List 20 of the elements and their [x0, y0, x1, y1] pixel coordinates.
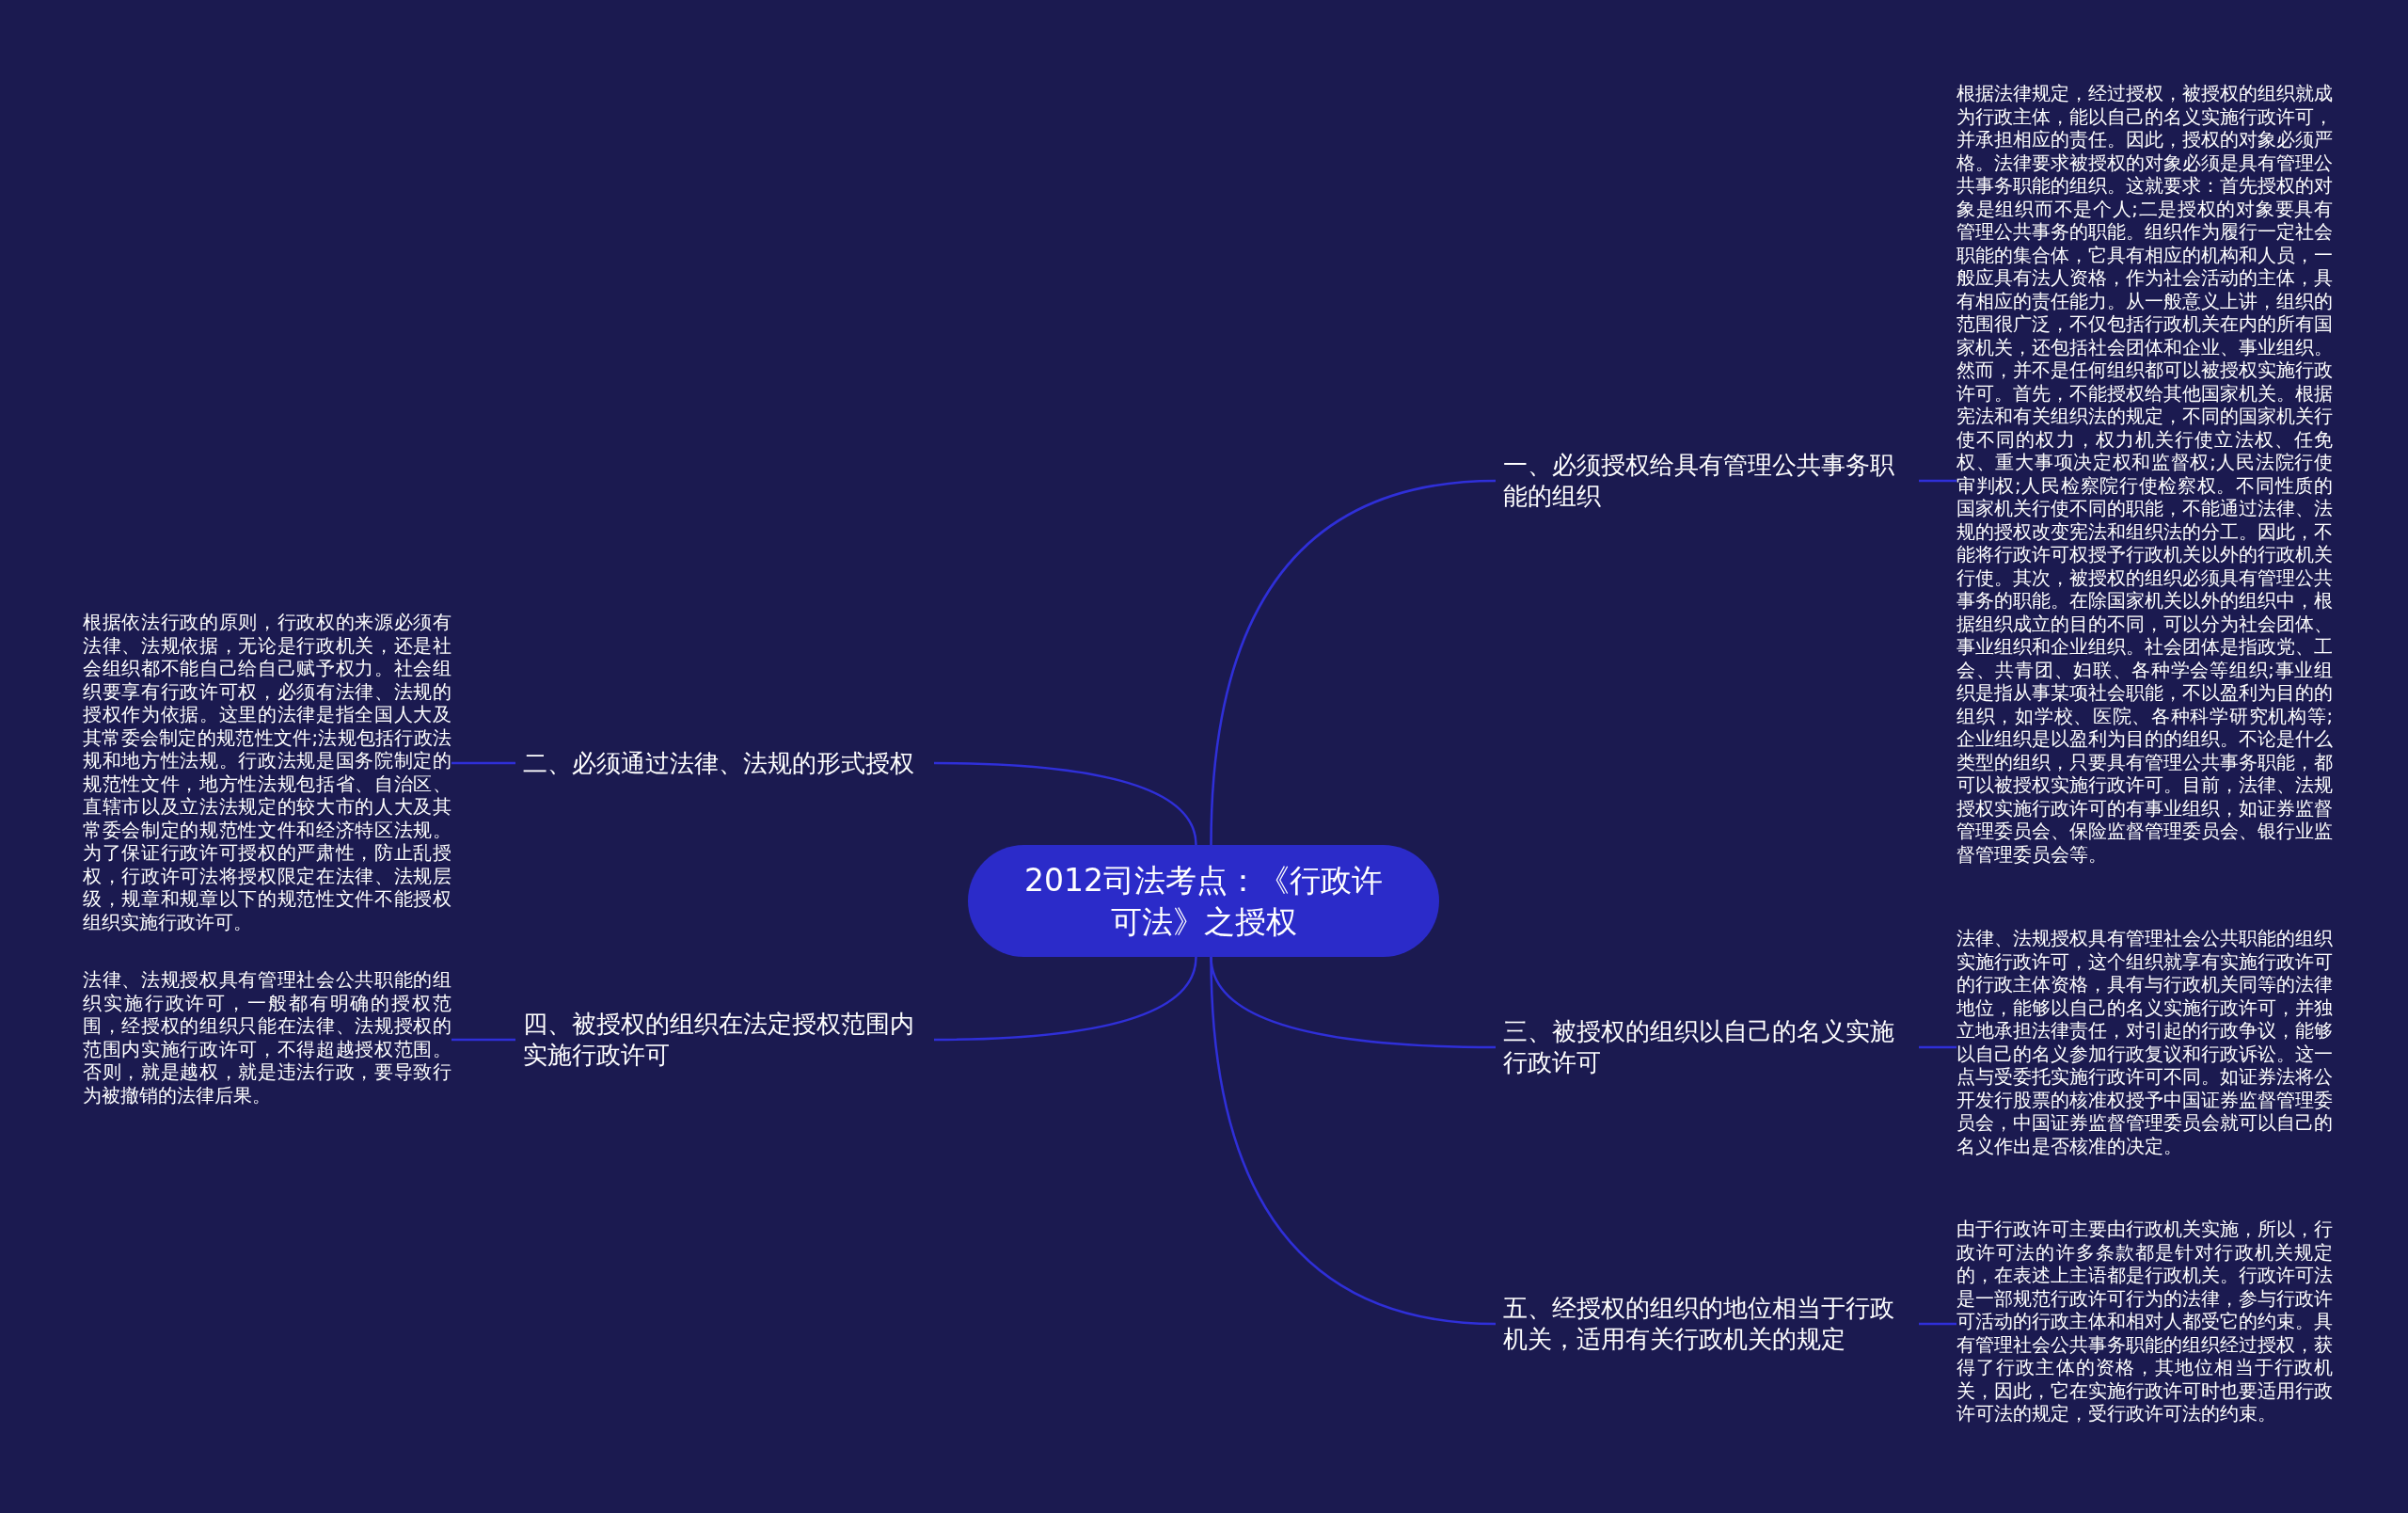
note-text: 法律、法规授权具有管理社会公共职能的组织实施行政许可，一般都有明确的授权范围，经授权的组织只能在法律、法规授权的范围内实施行政许可，不得超越授权范围。否则，就是越权，就是违法行政，要导致行为被撤销的法律后果。: [83, 969, 452, 1107]
connector-line: [1919, 1045, 1956, 1049]
note-text: 根据依法行政的原则，行政权的来源必须有法律、法规依据，无论是行政机关，还是社会组织都不能自己给自己赋予权力。社会组织要享有行政许可权，必须有法律、法规的授权作为依据。这里的法律是指全国人大及其常委会制定的规范性文件;法规包括行政法规和地方性法规。行政法规是国务院制定的规范性文件，地方性法规包括省、自治区、直辖市以及立法法规定的较大市的人大及其常委会制定的规范性文件和经济特区法规。为了保证行政许可授权的严肃性，防止乱授权，行政许可法将授权限定在法律、法规层级，规章和规章以下的规范性文件不能授权组织实施行政许可。: [83, 612, 452, 934]
branch-connector: [1210, 956, 1497, 1326]
branch-connector: [934, 761, 1197, 846]
topic-label: 四、被授权的组织在法定授权范围内实施行政许可: [515, 1006, 934, 1074]
note-text: 由于行政许可主要由行政机关实施，所以，行政许可法的许多条款都是针对行政机关规定的，在表述上主语都是行政机关。行政许可法是一部规范行政许可行为的法律，参与行政许可活动的行政主体和相对人都受它的约束。具有管理社会公共事务职能的组织经过授权，获得了行政主体的资格，其地位相当于行政机关，因此，它在实施行政许可时也要适用行政许可法的规定，受行政许可法的约束。: [1956, 1218, 2333, 1426]
central-topic: 2012司法考点：《行政许可法》之授权: [968, 845, 1439, 957]
connector-line: [452, 1038, 515, 1042]
topic-label: 二、必须通过法律、法规的形式授权: [515, 729, 934, 797]
topic-label: 五、经授权的组织的地位相当于行政机关，适用有关行政机关的规定: [1496, 1290, 1919, 1358]
connector-line: [452, 761, 515, 765]
topic-label: 一、必须授权给具有管理公共事务职能的组织: [1496, 447, 1919, 515]
branch-connector: [934, 956, 1197, 1042]
note-text: 法律、法规授权具有管理社会公共职能的组织实施行政许可，这个组织就享有实施行政许可的行政主体资格，具有与行政机关同等的法律地位，能够以自己的名义实施行政许可，并独立地承担法律责任，对引起的行政争议，能够以自己的名义参加行政复议和行政诉讼。这一点与受委托实施行政许可不同。如证券法将公开发行股票的核准权授予中国证券监督管理委员会，中国证券监督管理委员会就可以自己的名义作出是否核准的决定。: [1956, 928, 2333, 1158]
note-text: 根据法律规定，经过授权，被授权的组织就成为行政主体，能以自己的名义实施行政许可，并承担相应的责任。因此，授权的对象必须严格。法律要求被授权的对象必须是具有管理公共事务职能的组织。这就要求：首先授权的对象是组织而不是个人;二是授权的对象要具有管理公共事务的职能。组织作为履行一定社会职能的集合体，它具有相应的机构和人员，一般应具有法人资格，作为社会活动的主体，具有相应的责任能力。从一般意义上讲，组织的范围很广泛，不仅包括行政机关在内的所有国家机关，还包括社会团体和企业、事业组织。然而，并不是任何组织都可以被授权实施行政许可。首先，不能授权给其他国家机关。根据宪法和有关组织法的规定，不同的国家机关行使不同的权力，权力机关行使立法权、任免权、重大事项决定权和监督权;人民法院行使审判权;人民检察院行使检察权。不同性质的国家机关行使不同的职能，不能通过法律、法规的授权改变宪法和组织法的分工。因此，不能将行政许可权授予行政机关以外的行政机关行使。其次，被授权的组织必须具有管理公共事务的职能。在除国家机关以外的组织中，根据组织成立的目的不同，可以分为社会团体、事业组织和企业组织。社会团体是指政党、工会、共青团、妇联、各种学会等组织;事业组织是指从事某项社会职能，不以盈利为目的的组织，如学校、医院、各种科学研究机构等;企业组织是以盈利为目的的组织。不论是什么类型的组织，只要具有管理公共事务职能，都可以被授权实施行政许可。目前，法律、法规授权实施行政许可的有事业组织，如证券监督管理委员会、保险监督管理委员会、银行业监督管理委员会等。: [1956, 83, 2333, 867]
connector-line: [1919, 479, 1956, 483]
topic-label: 三、被授权的组织以自己的名义实施行政许可: [1496, 1013, 1919, 1081]
branch-connector: [1210, 479, 1497, 846]
connector-line: [1919, 1322, 1956, 1326]
